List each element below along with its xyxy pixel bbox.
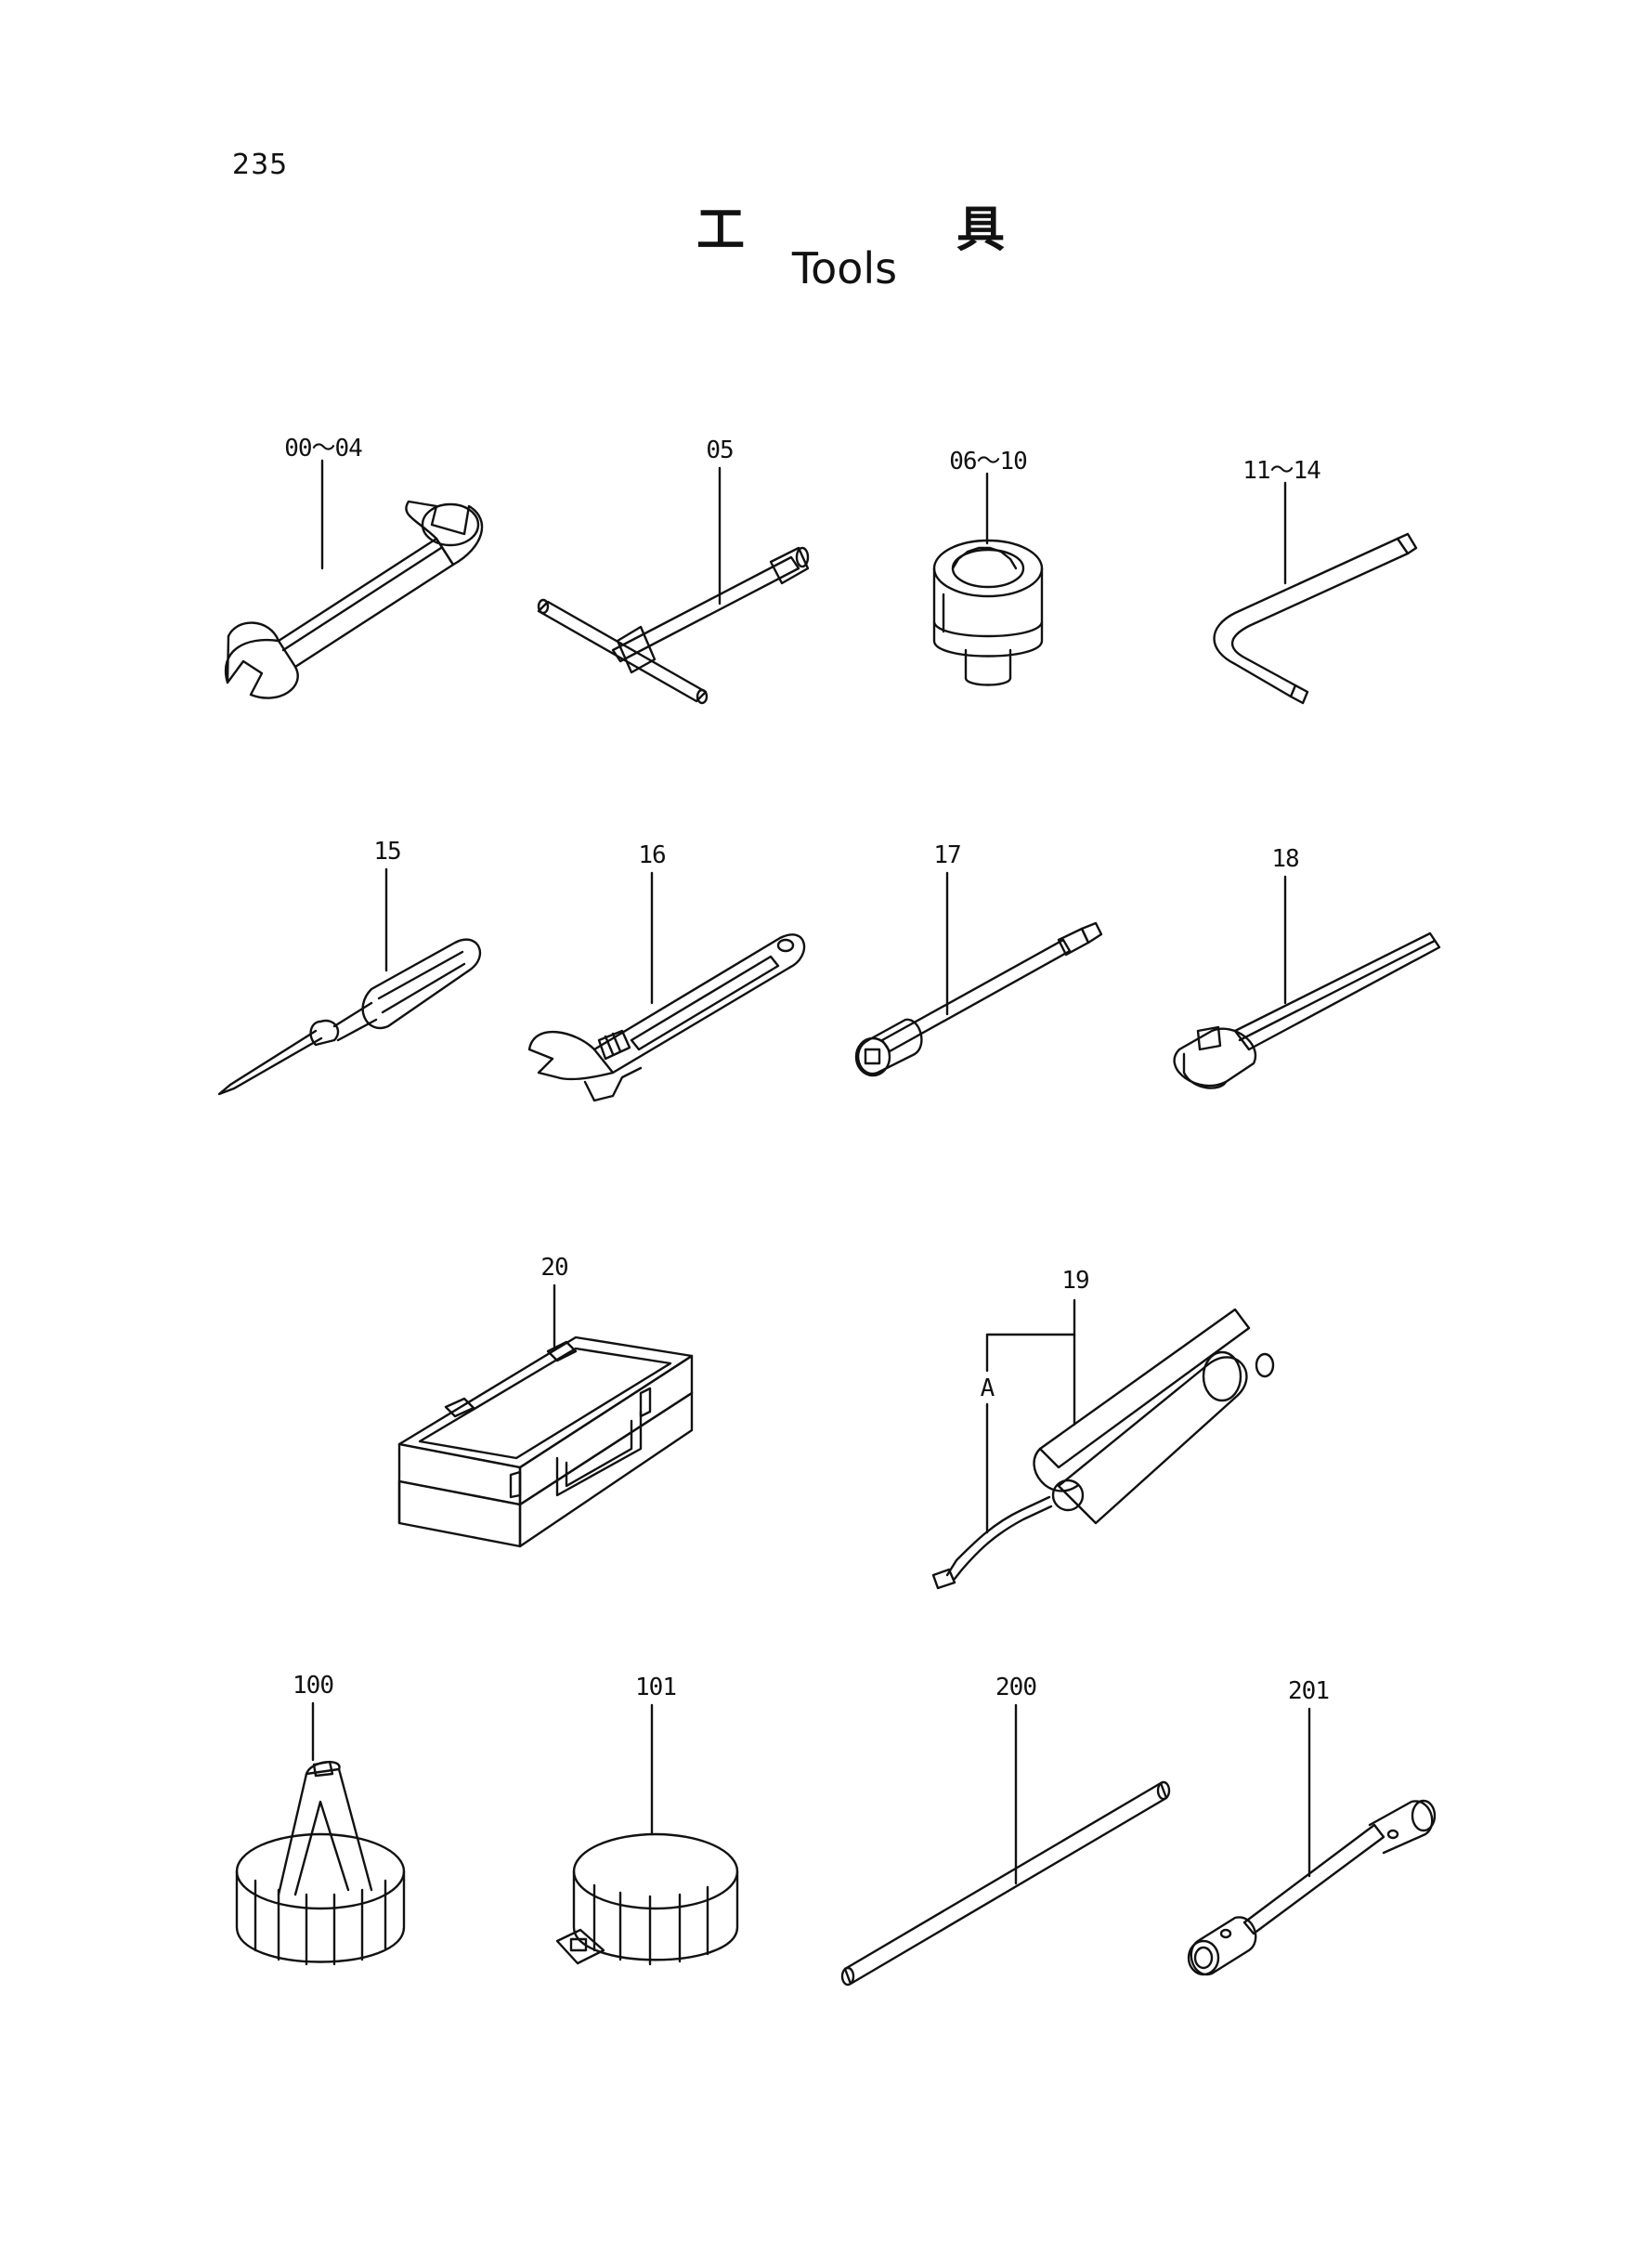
callout-extension-bar: 17 [933, 841, 961, 869]
callout-hex-key: 11～14 [1242, 457, 1321, 485]
tool-box-icon [399, 1337, 692, 1546]
ratchet-handle-icon [1175, 933, 1439, 1088]
callout-filter-wrench-cap: 100 [293, 1672, 334, 1700]
callout-socket: 06～10 [949, 448, 1028, 476]
page-title-japanese: 工 具 [0, 190, 1652, 258]
callout-filter-wrench-band: 101 [635, 1674, 677, 1701]
page-title-english: Tools [791, 243, 898, 293]
callout-bar: 200 [995, 1674, 1037, 1701]
filter-wrench-band-icon [557, 1834, 737, 1964]
callout-adjustable-wrench: 16 [638, 841, 666, 869]
bar-icon [842, 1782, 1169, 1985]
callout-grease-gun-sub: A [980, 1375, 995, 1402]
socket-icon [934, 541, 1042, 685]
callout-tool-box: 20 [540, 1254, 568, 1282]
callout-open-end-wrench: 00～04 [284, 435, 363, 463]
title-jp-char-1: 工 [696, 202, 746, 258]
filter-wrench-cap-icon [237, 1762, 404, 1964]
adjustable-wrench-icon [529, 934, 804, 1101]
callout-ratchet-handle: 18 [1271, 845, 1299, 873]
grease-gun-icon [933, 1309, 1273, 1588]
leader-lines [313, 461, 1309, 1883]
open-end-wrench-icon [226, 502, 482, 698]
callout-screwdriver: 15 [373, 838, 401, 866]
extension-bar-icon [856, 923, 1101, 1075]
screwdriver-icon [219, 940, 480, 1094]
t-socket-wrench-icon [539, 548, 808, 703]
callout-box-wrench: 201 [1288, 1677, 1330, 1705]
box-wrench-icon [1189, 1801, 1435, 1974]
page-number: 235 [232, 149, 289, 181]
title-jp-char-2: 具 [956, 202, 1006, 258]
hex-key-icon [1215, 534, 1417, 703]
callout-t-socket-wrench: 05 [706, 436, 734, 464]
callout-grease-gun: 19 [1061, 1267, 1089, 1295]
